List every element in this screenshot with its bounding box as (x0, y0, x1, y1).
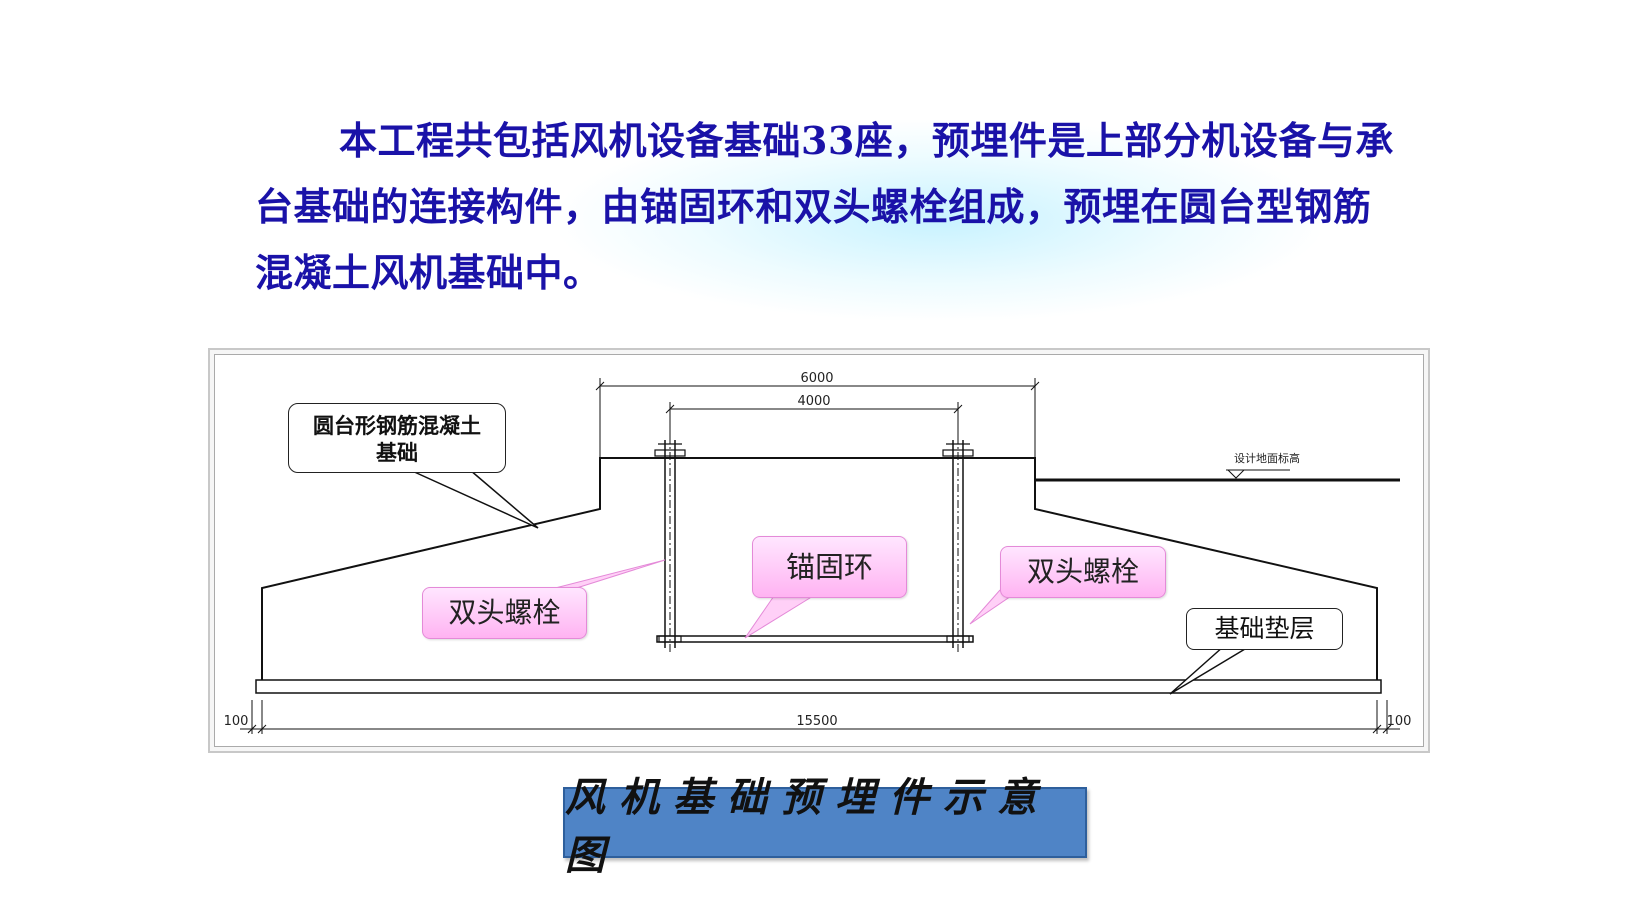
dimension-15500 (240, 700, 1400, 734)
cushion-layer (255, 679, 1382, 694)
dimension-6000 (595, 378, 1040, 458)
caption-box: 风机基础预埋件示意图 (563, 774, 1087, 879)
intro-paragraph: 本工程共包括风机设备基础33座，预埋件是上部分机设备与承台基础的连接构件，由锚固… (255, 118, 1394, 295)
ground-level-label: 设计地面标高 (1234, 451, 1300, 465)
caption-title: 风机基础预埋件示意图 (565, 773, 1051, 879)
callout-bolt-right-label: 双头螺栓 (1026, 555, 1139, 588)
bolt-right (942, 436, 974, 654)
callout-anchor-ring-label: 锚固环 (785, 550, 873, 584)
callout-anchor-ring: 锚固环 (752, 536, 907, 598)
foundation-outline (261, 457, 1378, 680)
bolt-left (654, 436, 686, 654)
text-glow-background (560, 120, 1320, 320)
anchor-ring (656, 635, 974, 643)
dim-label-right-100: 100 (1387, 714, 1412, 729)
callout-foundation: 圆台形钢筋混凝土基础 (288, 403, 506, 473)
callout-bolt-left-label: 双头螺栓 (448, 596, 561, 629)
callout-foundation-label: 圆台形钢筋混凝土基础 (313, 413, 481, 465)
dim-label-15500: 15500 (796, 714, 837, 729)
dim-label-6000: 6000 (800, 371, 833, 386)
pointer-cushion (1169, 645, 1251, 695)
dim-label-4000: 4000 (797, 394, 830, 409)
pointer-anchor-ring (744, 592, 819, 639)
pointer-bolt-right (969, 589, 1021, 625)
dimension-4000 (665, 402, 963, 436)
pointer-foundation (409, 469, 539, 529)
dim-label-left-100: 100 (224, 714, 249, 729)
callout-bolt-left: 双头螺栓 (422, 587, 587, 639)
callout-cushion: 基础垫层 (1186, 608, 1343, 650)
callout-cushion-label: 基础垫层 (1214, 614, 1315, 643)
ground-level-mark (1226, 469, 1290, 479)
callout-bolt-right: 双头螺栓 (1000, 546, 1166, 598)
